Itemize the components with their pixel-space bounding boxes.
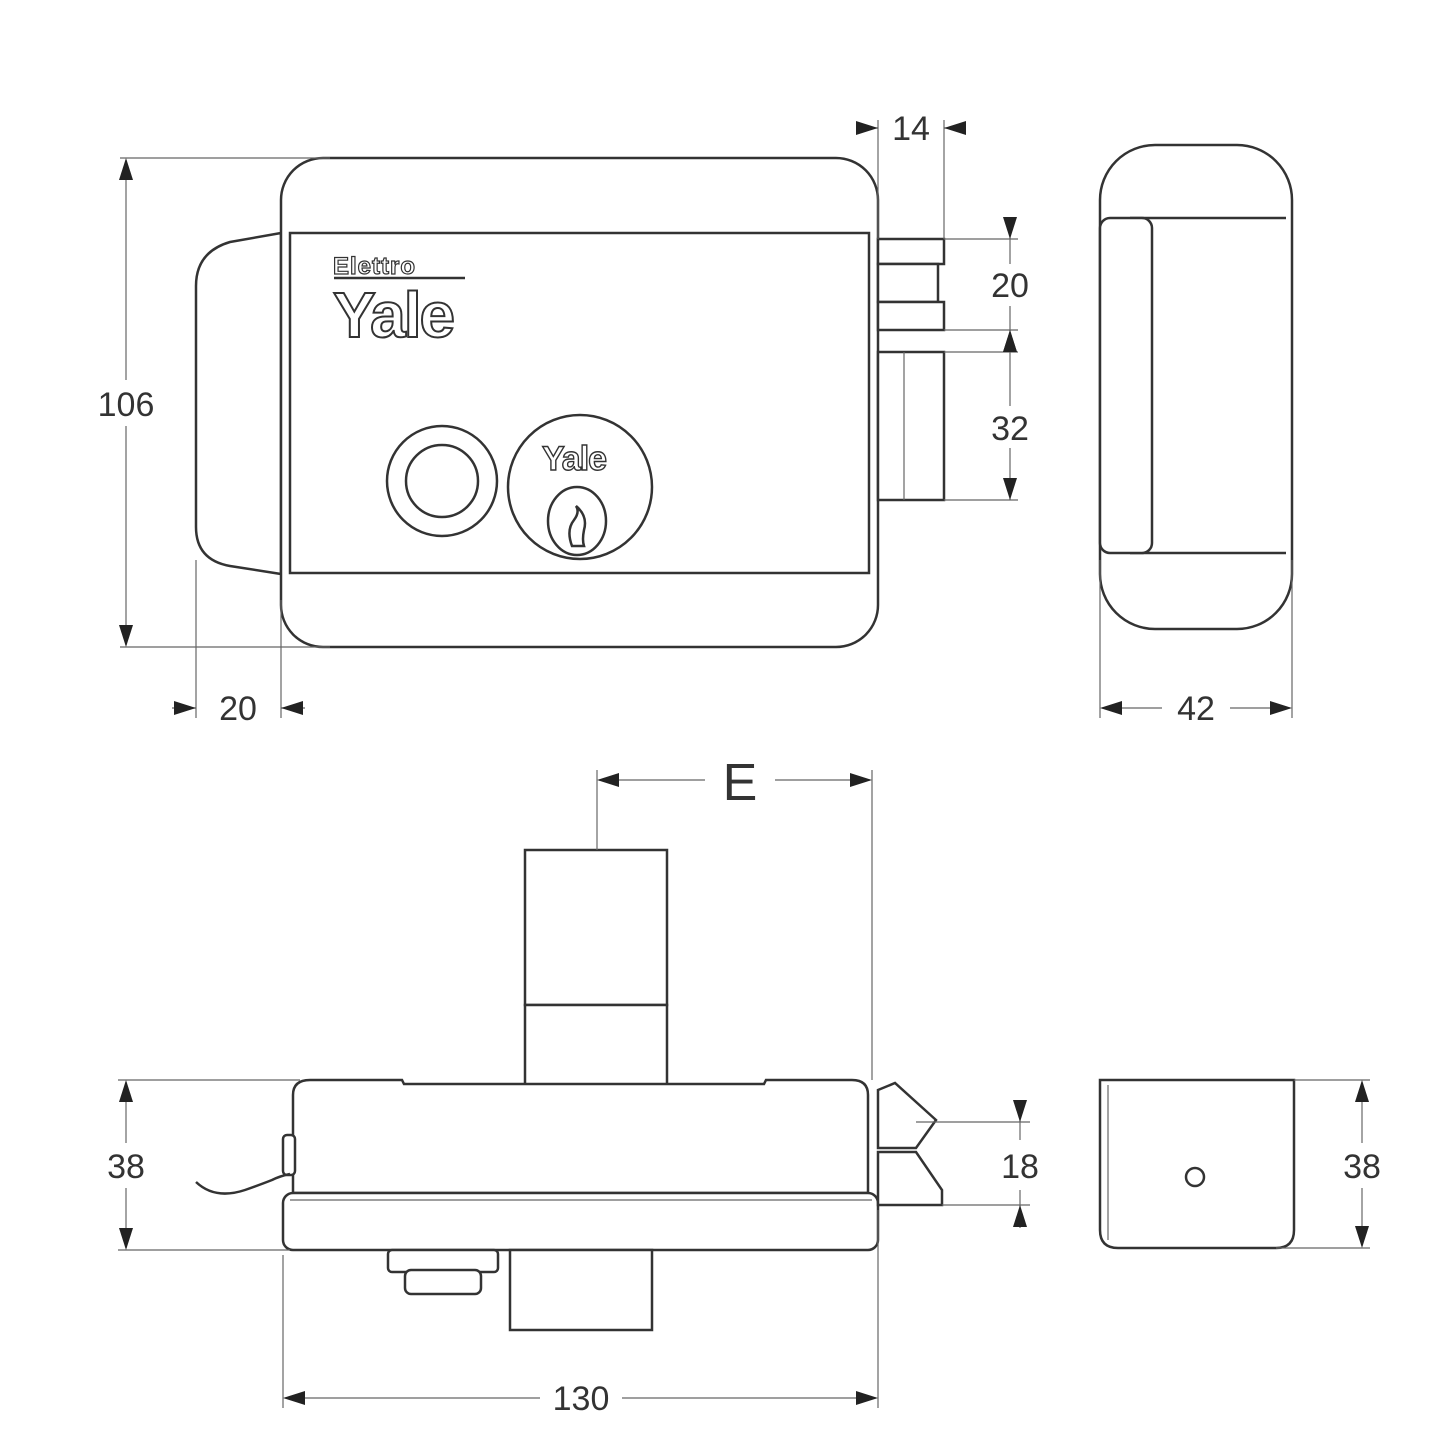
brand-sub-label: Elettro bbox=[333, 253, 416, 280]
side-cover bbox=[1098, 216, 1154, 555]
push-button-inner bbox=[404, 443, 480, 519]
dim-label-latch-projection: 18 bbox=[1001, 1148, 1039, 1186]
dim-label-side-width: 42 bbox=[1177, 690, 1215, 728]
dim-label-side-base-height: 38 bbox=[1343, 1148, 1381, 1186]
key-cylinder bbox=[506, 413, 654, 561]
dim-arrow bbox=[1003, 330, 1017, 352]
dim-arrow bbox=[281, 701, 303, 715]
side-plan-body bbox=[1098, 1078, 1296, 1250]
plan-latch bbox=[876, 1081, 938, 1150]
keyhole-icon bbox=[568, 505, 587, 548]
dim-arrow bbox=[597, 773, 619, 787]
dim-arrow bbox=[856, 121, 878, 135]
screw-hole-icon bbox=[1184, 1166, 1206, 1188]
dim-arrow bbox=[119, 625, 133, 647]
dim-arrow bbox=[174, 701, 196, 715]
dim-label-bg bbox=[90, 380, 164, 426]
dim-arrow bbox=[944, 121, 966, 135]
dim-arrow bbox=[1355, 1080, 1369, 1102]
lock-faceplate bbox=[288, 231, 871, 575]
cylinder-brand-logo: Yale bbox=[542, 440, 606, 478]
dim-label-height: 106 bbox=[98, 386, 155, 424]
dim-arrow bbox=[856, 1391, 878, 1405]
front-view: Elettro Yale Yale 106 bbox=[90, 110, 1035, 728]
dim-arrow bbox=[283, 1391, 305, 1405]
dim-arrow bbox=[1013, 1100, 1027, 1122]
plan-base-plate bbox=[281, 1191, 880, 1252]
latch-bolt-mid bbox=[876, 262, 940, 304]
dim-arrow bbox=[1355, 1226, 1369, 1248]
dim-label-bg bbox=[985, 264, 1035, 306]
bolt-housing-upper bbox=[523, 848, 669, 1007]
push-button-outer bbox=[385, 424, 499, 538]
dim-label-deadbolt: 32 bbox=[991, 410, 1029, 448]
plan-view: E 38 18 130 bbox=[107, 754, 1039, 1418]
dim-arrow bbox=[1013, 1205, 1027, 1227]
side-plan-view: 38 bbox=[1098, 1078, 1381, 1250]
dim-arrow bbox=[119, 1228, 133, 1250]
plan-bottom-button bbox=[403, 1268, 483, 1296]
latch-bolt-upper bbox=[876, 237, 946, 266]
dim-label-bg bbox=[985, 406, 1035, 448]
brand-logo: Yale bbox=[333, 279, 454, 351]
dim-arrow bbox=[850, 773, 872, 787]
bolt-housing-lower bbox=[523, 1003, 669, 1087]
dim-arrow bbox=[1270, 701, 1292, 715]
wire-icon bbox=[195, 1172, 291, 1195]
plan-left-tab bbox=[281, 1133, 297, 1177]
plan-body-top bbox=[291, 1078, 870, 1195]
latch-bolt-lower bbox=[876, 300, 946, 332]
dim-label-base-height: 38 bbox=[107, 1148, 145, 1186]
dim-arrow bbox=[119, 158, 133, 180]
deadbolt bbox=[876, 350, 946, 502]
plan-latch-lower bbox=[876, 1150, 944, 1207]
front-cover-block bbox=[194, 231, 283, 576]
dim-arrow bbox=[1003, 478, 1017, 500]
dim-label-length: 130 bbox=[553, 1380, 610, 1418]
dim-arrow bbox=[1003, 217, 1017, 239]
dim-label-backset: E bbox=[723, 754, 758, 812]
plan-bottom-boss bbox=[386, 1248, 500, 1274]
dim-arrow bbox=[119, 1080, 133, 1102]
keyhole-plate bbox=[546, 485, 608, 557]
dim-arrow bbox=[1100, 701, 1122, 715]
dim-label-bolt-offset: 14 bbox=[892, 110, 930, 148]
dim-label-latch: 20 bbox=[991, 267, 1029, 305]
plan-bottom-bolt bbox=[508, 1248, 654, 1332]
side-view: 42 bbox=[1098, 143, 1294, 728]
dim-label-cover: 20 bbox=[219, 690, 257, 728]
